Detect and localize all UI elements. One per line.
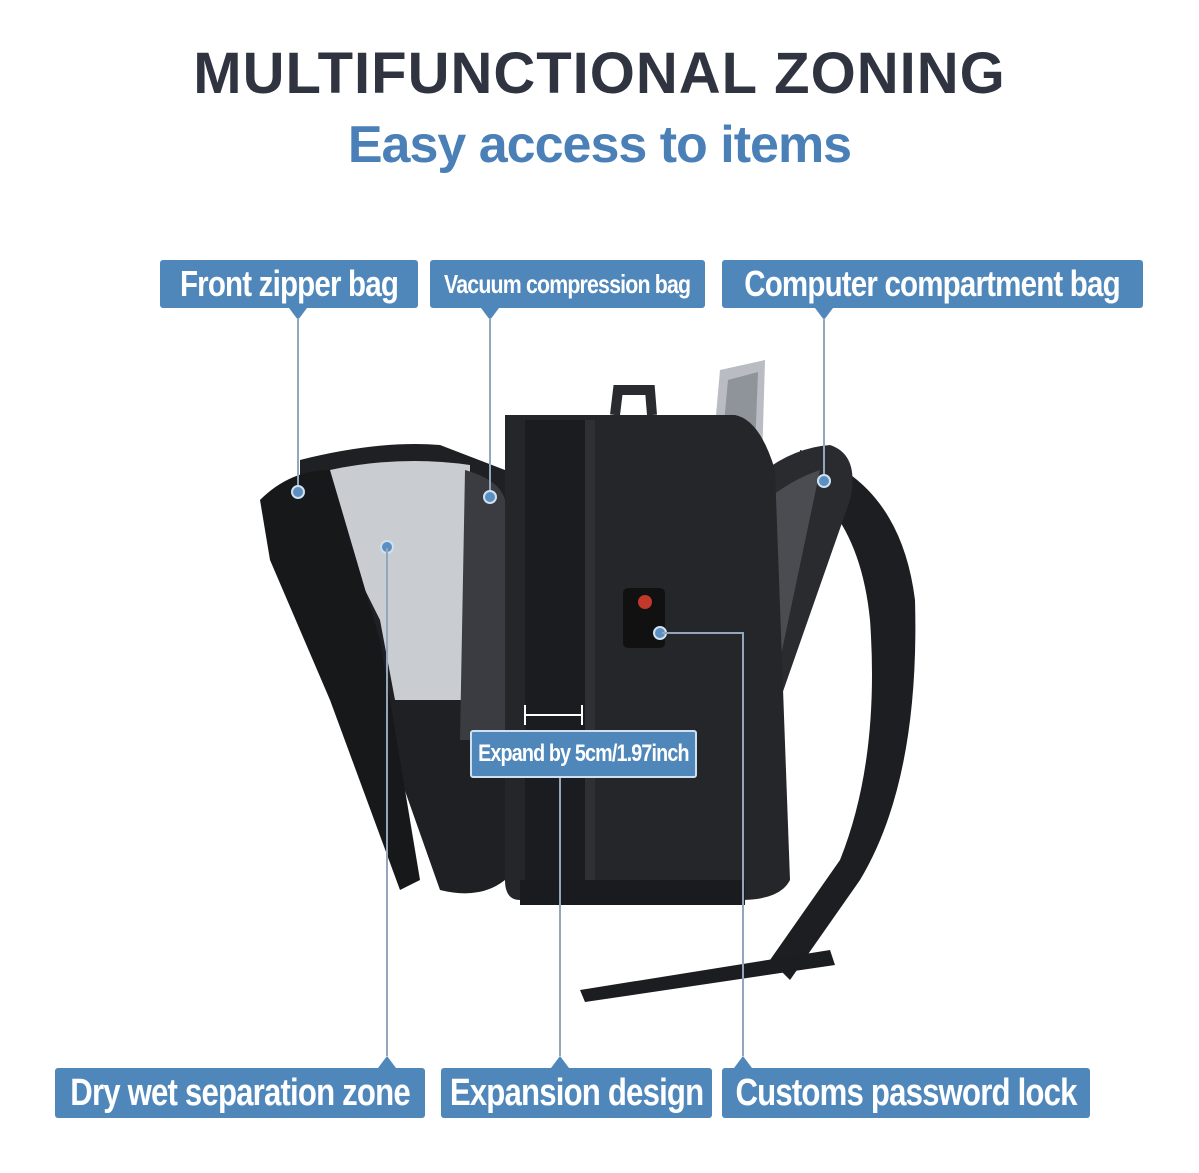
callout-dot <box>483 490 497 504</box>
pointer-icon <box>551 1056 569 1068</box>
label-expand-size: Expand by 5cm/1.97inch <box>470 730 697 778</box>
callout-dot <box>817 474 831 488</box>
pointer-icon <box>734 1056 752 1068</box>
callout-line <box>489 318 491 493</box>
label-dry-wet-separation-zone: Dry wet separation zone <box>55 1068 425 1118</box>
pointer-icon <box>289 308 307 320</box>
pointer-icon <box>815 308 833 320</box>
callout-line <box>559 778 561 1056</box>
pointer-icon <box>378 1056 396 1068</box>
pointer-icon <box>481 308 499 320</box>
callout-line <box>662 632 744 634</box>
callout-line <box>742 632 744 1056</box>
page-subtitle: Easy access to items <box>347 116 852 174</box>
callout-line <box>823 318 825 478</box>
callout-line <box>386 548 388 1056</box>
label-customs-password-lock: Customs password lock <box>722 1068 1090 1118</box>
page-title: MULTIFUNCTIONAL ZONING <box>193 41 1006 106</box>
label-computer-compartment-bag: Computer compartment bag <box>722 260 1143 308</box>
label-front-zipper-bag: Front zipper bag <box>160 260 418 308</box>
callout-dot <box>291 485 305 499</box>
callout-line <box>297 318 299 490</box>
label-expansion-design: Expansion design <box>441 1068 712 1118</box>
label-vacuum-compression-bag: Vacuum compression bag <box>430 260 705 308</box>
